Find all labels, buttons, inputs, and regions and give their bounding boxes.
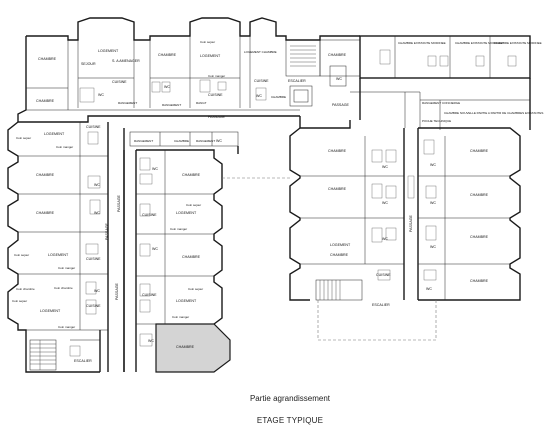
label-rangement: RANGEMENT: [134, 139, 153, 143]
label-logement: LOGEMENT: [176, 299, 197, 303]
label-wc: WC: [430, 163, 436, 167]
label-coin-manger: Coin manger: [56, 145, 73, 149]
label-chambre: CHAMBRE: [470, 149, 489, 153]
label-wc: WC: [148, 339, 154, 343]
label-chambre: CHAMBRE: [36, 99, 55, 103]
label-cuisine: CUISINE: [112, 80, 127, 84]
label-chambre: CHAMBRE: [328, 53, 347, 57]
label-chambre: CHAMBRE: [174, 139, 189, 143]
label-wc: WC: [256, 94, 262, 98]
label-rangement: RANGEMENT: [118, 101, 137, 105]
label-logement: LOGEMENT: [176, 211, 197, 215]
label-passage: PASSAGE: [117, 194, 121, 212]
label-rangt: RANGT: [196, 101, 207, 105]
label-passage: PASSAGE: [105, 222, 109, 240]
right-block: [289, 127, 521, 341]
label-chambre: CHAMBRE: [470, 279, 489, 283]
room-labels: CHAMBRE CHAMBRE LOGEMENT SEJOUR S. A AME…: [12, 40, 543, 363]
label-logement: LOGEMENT: [330, 243, 351, 247]
label-escalier: ESCALIER: [288, 79, 306, 83]
label-logement: LOGEMENT: [200, 54, 221, 58]
label-cuisine: CUISINE: [376, 273, 391, 277]
label-cuisine: CUISINE: [254, 79, 269, 83]
label-wc: WC: [430, 201, 436, 205]
label-rangement: RANGEMENT: [162, 103, 181, 107]
label-chambre: CHAMBRE: [176, 345, 195, 349]
label-coin-manger: Coin manger: [172, 315, 189, 319]
label-rangement-concierge: RANGEMENT CONCIERGE: [422, 101, 460, 105]
label-wc: WC: [152, 247, 158, 251]
label-chambre-nouvelle: CHAMBRE NOUVELLE PARTIE A PARTIR DE CHAM…: [444, 111, 543, 115]
label-cuisine: CUISINE: [142, 213, 157, 217]
label-poche-technique: POCHE TECHNIQUE: [422, 119, 451, 123]
label-chambre: CHAMBRE: [182, 173, 201, 177]
label-chambre: CHAMBRE: [158, 53, 177, 57]
label-wc: WC: [164, 85, 170, 89]
label-coin-sejour: Coin sejour: [186, 203, 201, 207]
label-wc: WC: [430, 245, 436, 249]
label-wc: WC: [94, 183, 100, 187]
label-logement: LOGEMENT: [40, 309, 61, 313]
existing-rooms-top-right: [299, 35, 531, 130]
label-coin-manger: Coin manger: [58, 266, 75, 270]
label-chambre: CHAMBRE: [36, 173, 55, 177]
label-coin-sejour: Coin sejour: [188, 287, 203, 291]
label-rangement: RANGEMENT: [196, 139, 215, 143]
label-coin-sejour: Coin sejour: [16, 136, 31, 140]
label-cuisine: CUISINE: [86, 257, 101, 261]
label-chambre: CHAMBRE: [470, 235, 489, 239]
label-logement: LOGEMENT: [48, 253, 69, 257]
label-coin-manger: Coin manger: [208, 74, 225, 78]
label-coin-manger: Coin manger: [170, 227, 187, 231]
plan-title: ETAGE TYPIQUE: [256, 416, 324, 425]
label-chambre-existante: CHAMBRE EXISTANTE MODIFIEE: [494, 41, 542, 45]
label-passage: PASSAGE: [208, 115, 226, 119]
label-logement: LOGEMENT: [98, 49, 119, 53]
label-passage: PASSAGE: [115, 282, 119, 300]
top-wing: [17, 17, 361, 123]
label-sejour: SEJOUR: [81, 62, 96, 66]
label-chambre: CHAMBRE: [328, 187, 347, 191]
label-cuisine: CUISINE: [86, 304, 101, 308]
central-wing: [123, 131, 239, 373]
label-wc: WC: [382, 165, 388, 169]
label-wc: WC: [152, 167, 158, 171]
label-passage: PASSAGE: [332, 103, 350, 107]
label-escalier: ESCALIER: [372, 303, 390, 307]
label-chambre: CHAMBRE: [182, 255, 201, 259]
label-chambre: CHAMBRE: [271, 95, 286, 99]
label-wc: WC: [382, 237, 388, 241]
label-coin-chambre: Coin chambre: [16, 287, 35, 291]
label-coin-chambre: Coin chambre: [54, 286, 73, 290]
label-chambre: CHAMBRE: [328, 149, 347, 153]
label-coin-sejour: Coin sejour: [12, 299, 27, 303]
label-chambre: CHAMBRE: [330, 253, 349, 257]
label-escalier: ESCALIER: [74, 359, 92, 363]
label-chambre: CHAMBRE: [38, 57, 57, 61]
label-logement-chambre: LOGEMENT CHAMBRE: [244, 50, 277, 54]
label-coin-sejour: Coin sejour: [200, 40, 215, 44]
label-wc: WC: [94, 289, 100, 293]
label-wc: WC: [336, 77, 342, 81]
label-passage: PASSAGE: [409, 214, 413, 232]
label-wc: WC: [98, 93, 104, 97]
label-cuisine: CUISINE: [86, 125, 101, 129]
label-logement: LOGEMENT: [44, 132, 65, 136]
label-wc: WC: [216, 139, 222, 143]
label-cuisine: CUISINE: [208, 93, 223, 97]
label-a-amenager: S. A AMENAGER: [112, 59, 140, 63]
label-coin-manger: Coin manger: [58, 325, 75, 329]
label-chambre: CHAMBRE: [470, 193, 489, 197]
label-wc: WC: [94, 211, 100, 215]
left-wing: [7, 121, 125, 373]
label-wc: WC: [382, 201, 388, 205]
label-chambre: CHAMBRE: [36, 211, 55, 215]
label-chambre-existante: CHAMBRE EXISTANTE MODIFIEE: [455, 41, 503, 45]
label-coin-sejour: Coin sejour: [14, 253, 29, 257]
plan-subtitle: Partie agrandissement: [249, 394, 331, 403]
label-chambre-existante: CHAMBRE EXISTANTE MODIFIEE: [398, 41, 446, 45]
label-wc: WC: [426, 287, 432, 291]
label-cuisine: CUISINE: [142, 293, 157, 297]
